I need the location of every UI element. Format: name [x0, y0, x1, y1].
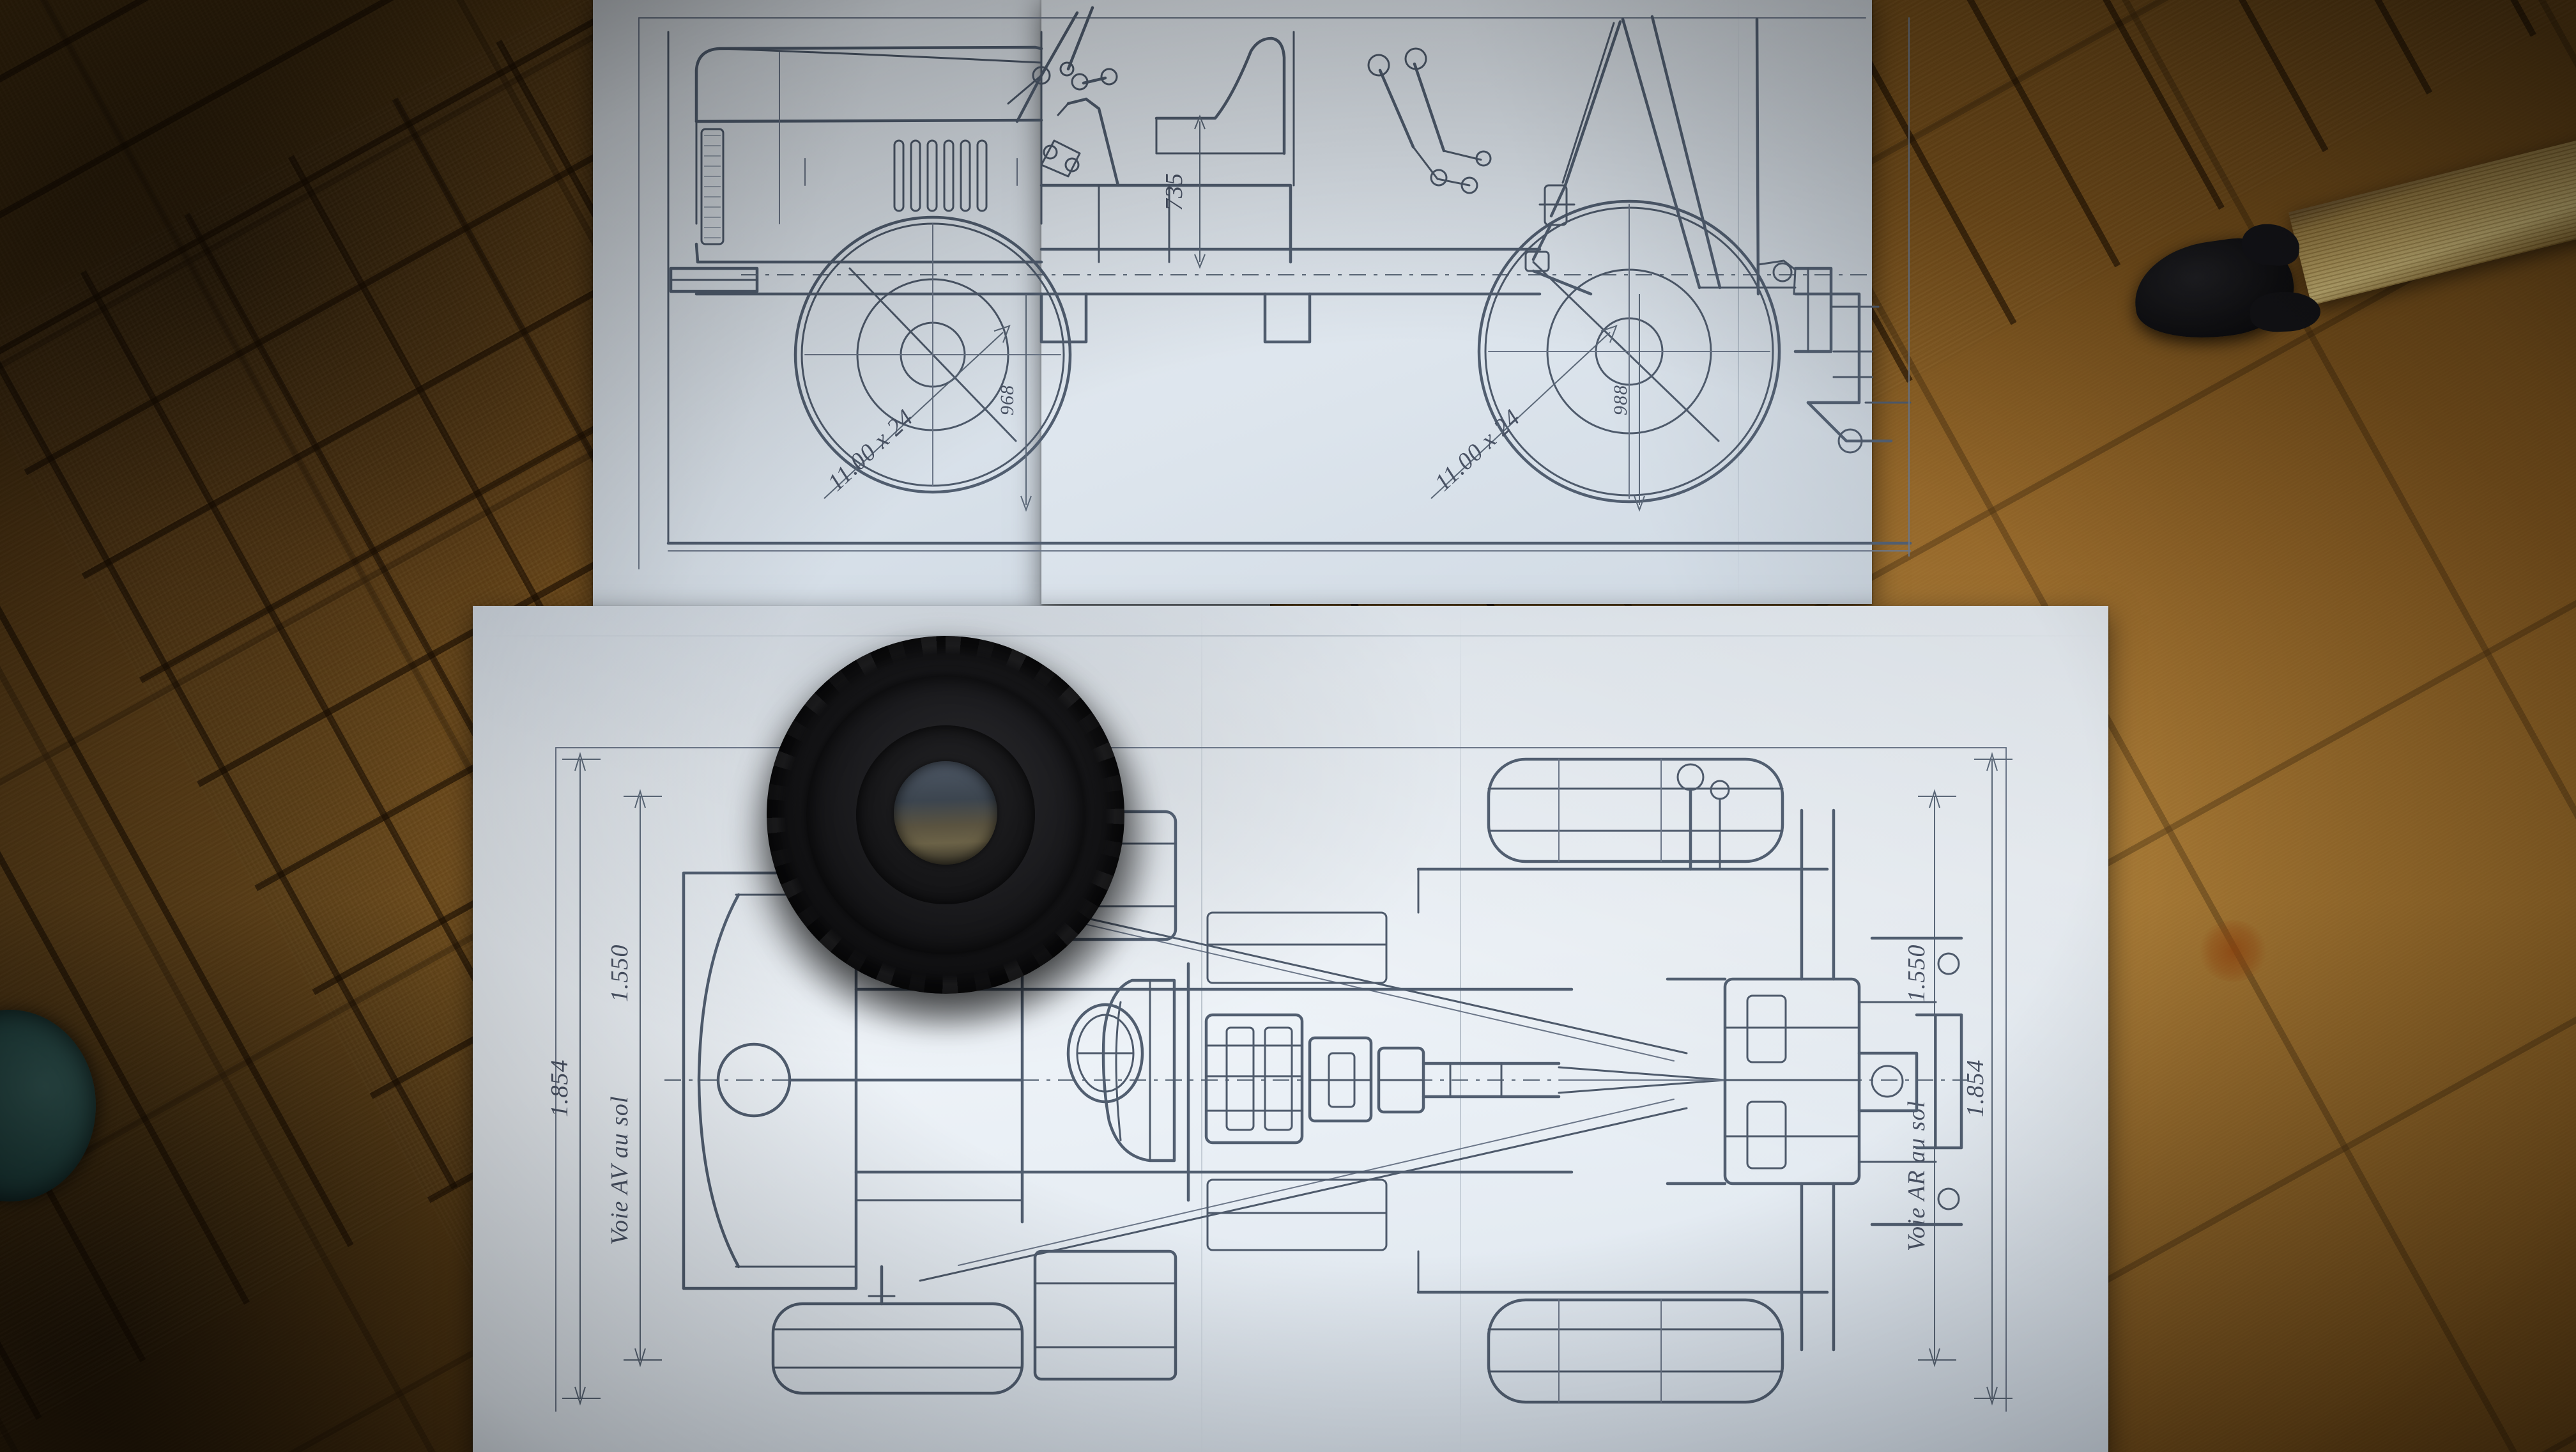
label-rear-track-value: 1.550: [1903, 945, 1930, 1003]
plan-transmission: [1186, 911, 1738, 1251]
model-tractor-tire: [767, 636, 1124, 994]
dimension-rear-track: Voie AR au sol 1.550: [1903, 789, 1956, 1368]
label-rear-track: Voie AR au sol: [1903, 1101, 1930, 1251]
plan-view-drawing: 1.854 Voie AV au sol 1.550 Voie AR au so…: [546, 747, 2012, 1412]
three-point-hitch: [1524, 15, 1797, 296]
label-front-track-value: 1.550: [606, 945, 633, 1003]
plan-rear-wheel-left: [1487, 757, 1784, 863]
rear-control-levers: [1367, 47, 1492, 194]
front-wheel: [793, 215, 1072, 494]
plan-front-wheel-right: [771, 1302, 1024, 1395]
plan-control-levers: [1676, 763, 1730, 871]
floor-stain: [2198, 920, 2268, 982]
side-elevation-drawing: 735: [638, 6, 1912, 569]
dimension-front-track: Voie AV au sol 1.550: [606, 789, 662, 1368]
label-front-overall-width: 1.854: [546, 1060, 573, 1118]
label-rear-overall-width: 1.854: [1962, 1060, 1989, 1118]
plan-footplate: [1033, 1249, 1177, 1381]
label-front-track: Voie AV au sol: [606, 1096, 633, 1245]
annotation-rear-tire: 11.00 x 24 988: [1429, 294, 1645, 512]
plan-rear-wheel-right: [1487, 1298, 1784, 1404]
annotation-front-tire: 11.00 x 24 968: [822, 294, 1032, 512]
label-735: 735: [1161, 173, 1188, 211]
label-rear-tire-size: 11.00 x 24: [1429, 404, 1525, 496]
label-rear-tire-diameter: 988: [1610, 385, 1631, 415]
rear-wheel: [1477, 199, 1781, 504]
dimension-front-overall: 1.854: [546, 752, 601, 1406]
dimension-rear-overall: 1.854: [1962, 752, 2012, 1406]
dimension-seat-height: 735: [1161, 114, 1206, 269]
driver-seat: [1154, 31, 1295, 187]
tire-center-hole: [893, 761, 998, 865]
label-front-tire-diameter: 968: [997, 385, 1018, 415]
